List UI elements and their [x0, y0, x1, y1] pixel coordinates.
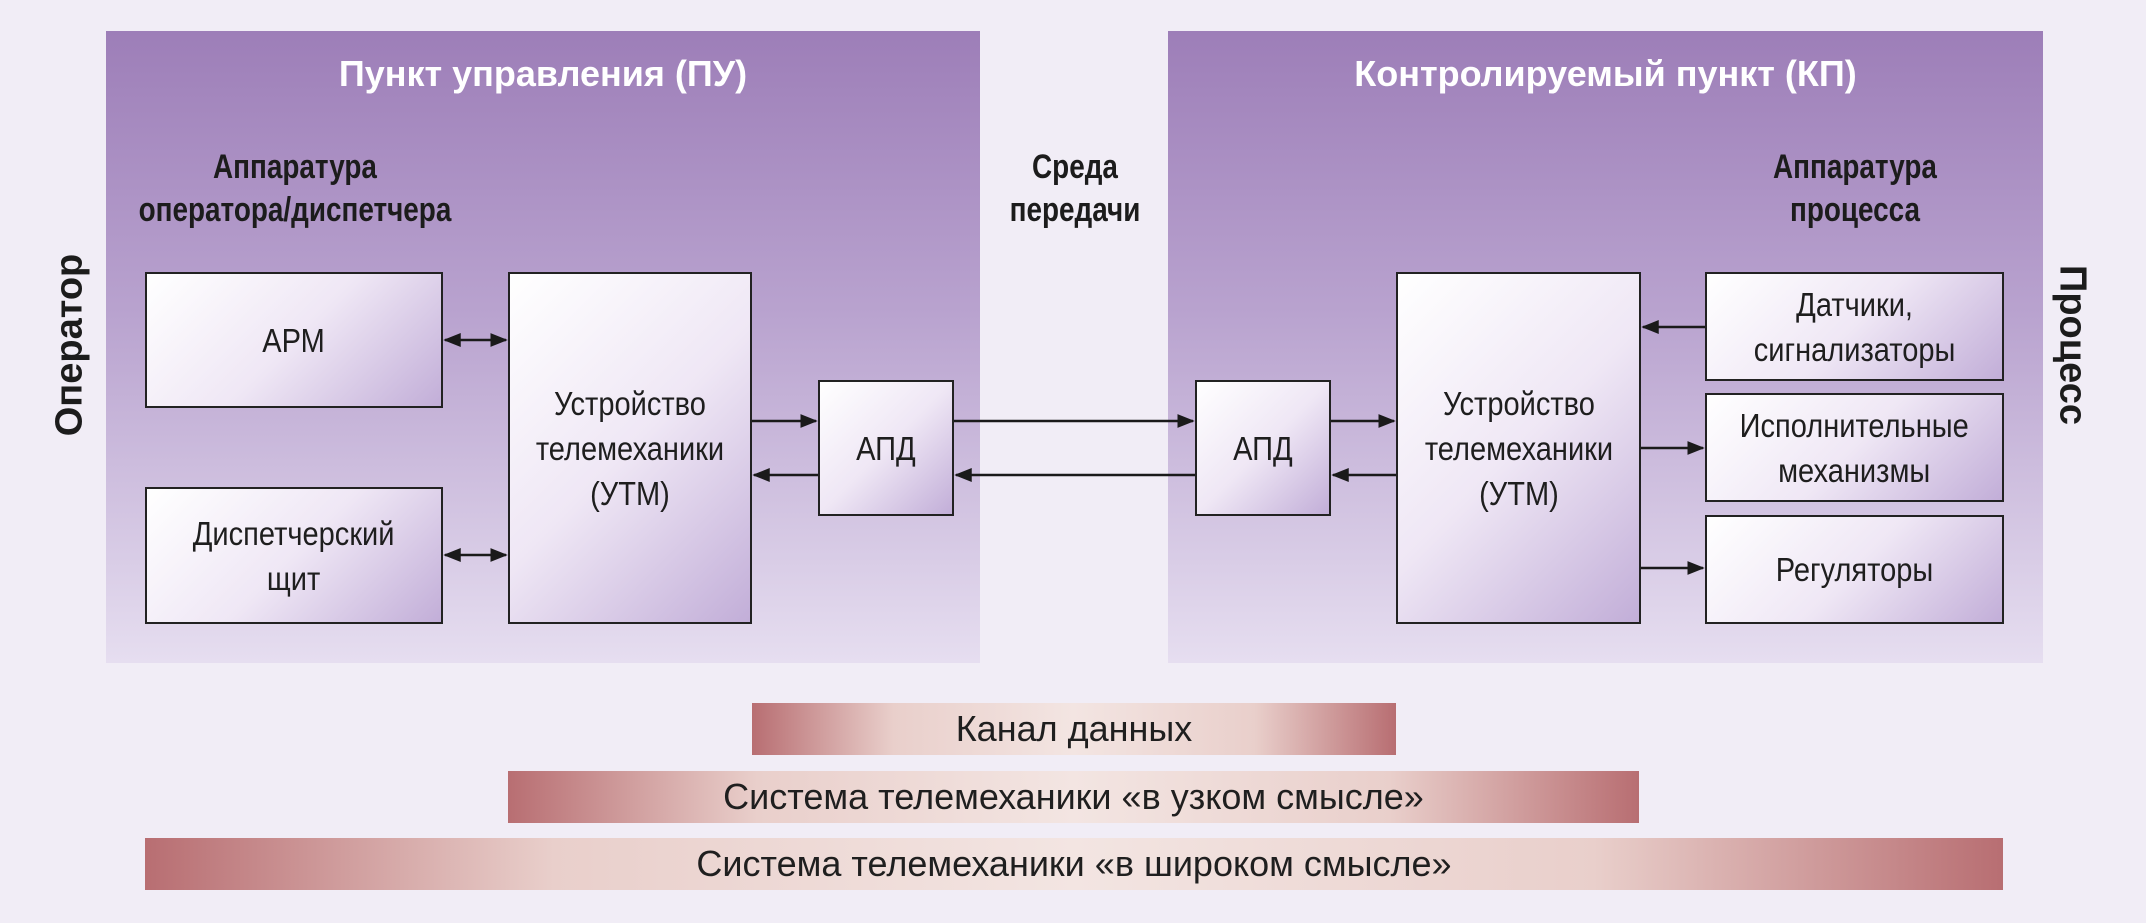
dispatch-panel-label: Диспетчерский щит: [193, 511, 395, 601]
kp-apd-box: АПД: [1195, 380, 1331, 516]
kp-apd-label: АПД: [1233, 429, 1293, 467]
pu-telemechanics-device-box: Устройство телемеханики (УТМ): [508, 272, 752, 624]
kp-utm-line3: (УТМ): [1478, 474, 1559, 512]
arm-label: АРМ: [262, 321, 326, 359]
actuators-box: Исполнительные механизмы: [1705, 393, 2004, 502]
pu-apd-box: АПД: [818, 380, 954, 516]
kp-telemechanics-device-label: Устройство телемеханики (УТМ): [1424, 381, 1612, 516]
pu-telemechanics-device-label: Устройство телемеханики (УТМ): [536, 381, 724, 516]
pu-utm-line3: (УТМ): [590, 474, 670, 512]
dispatch-panel-line2: щит: [267, 559, 321, 597]
wide-system-bar: Система телемеханики «в широком смысле»: [145, 838, 2003, 890]
operator-equipment-label-line2: оператора/диспетчера: [138, 191, 452, 229]
dispatch-panel-box: Диспетчерский щит: [145, 487, 443, 624]
arm-box: АРМ: [145, 272, 443, 408]
kp-telemechanics-device-box: Устройство телемеханики (УТМ): [1396, 272, 1641, 624]
operator-equipment-label: Аппаратура оператора/диспетчера: [135, 146, 455, 232]
pu-apd-label: АПД: [856, 429, 916, 467]
data-channel-bar: Канал данных: [752, 703, 1396, 755]
sensors-line2: сигнализаторы: [1753, 330, 1956, 368]
controlled-point-title: Контролируемый пункт (КП): [1354, 53, 1857, 94]
process-equipment-label-line1: Аппаратура: [1773, 148, 1937, 186]
kp-utm-line2: телемеханики: [1424, 429, 1613, 467]
transmission-medium-line2: передачи: [1009, 191, 1141, 229]
operator-equipment-label-line1: Аппаратура: [213, 148, 377, 186]
actuators-line2: механизмы: [1778, 451, 1931, 489]
sensors-box: Датчики, сигнализаторы: [1705, 272, 2004, 381]
actuators-line1: Исполнительные: [1739, 406, 1970, 444]
regulators-box: Регуляторы: [1705, 515, 2004, 624]
pu-utm-line1: Устройство: [554, 384, 706, 422]
transmission-medium-label: Среда передачи: [993, 146, 1157, 232]
transmission-medium-line1: Среда: [1032, 148, 1118, 186]
kp-utm-line1: Устройство: [1442, 384, 1595, 422]
narrow-system-bar: Система телемеханики «в узком смысле»: [508, 771, 1639, 823]
process-equipment-label-line2: процесса: [1789, 191, 1921, 229]
process-equipment-label: Аппаратура процесса: [1740, 146, 1970, 232]
sensors-label: Датчики, сигнализаторы: [1754, 282, 1956, 372]
pu-utm-line2: телемеханики: [535, 429, 725, 467]
regulators-label: Регуляторы: [1775, 551, 1934, 588]
dispatch-panel-line1: Диспетчерский: [193, 514, 395, 552]
actuators-label: Исполнительные механизмы: [1740, 403, 1969, 493]
sensors-line1: Датчики,: [1796, 285, 1913, 323]
control-point-title: Пункт управления (ПУ): [338, 53, 748, 94]
